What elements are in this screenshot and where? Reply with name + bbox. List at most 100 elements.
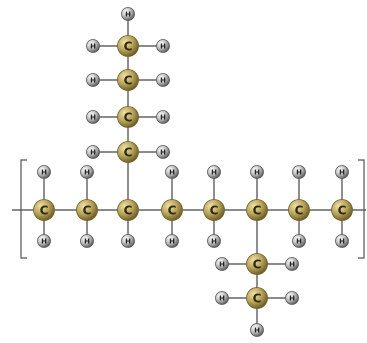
hydrogen-sphere xyxy=(86,110,100,124)
hydrogen-atom: H xyxy=(292,234,306,248)
carbon-sphere xyxy=(246,253,268,275)
hydrogen-label: H xyxy=(296,238,302,246)
hydrogen-sphere xyxy=(86,39,100,53)
carbon-label: C xyxy=(124,111,133,125)
carbon-atom: C xyxy=(288,199,310,221)
carbon-label: C xyxy=(253,258,262,272)
carbon-label: C xyxy=(40,204,49,218)
hydrogen-sphere xyxy=(156,110,170,124)
carbon-label: C xyxy=(124,40,133,54)
carbon-atom: C xyxy=(331,199,353,221)
hydrogen-atom: H xyxy=(156,110,170,124)
carbon-sphere xyxy=(117,69,139,91)
hydrogen-atom: H xyxy=(215,291,229,305)
carbon-sphere xyxy=(117,199,139,221)
carbon-label: C xyxy=(338,204,347,218)
hydrogen-sphere xyxy=(250,323,264,337)
hydrogen-label: H xyxy=(160,43,166,51)
hydrogen-sphere xyxy=(215,257,229,271)
hydrogen-sphere xyxy=(80,165,94,179)
hydrogen-label: H xyxy=(41,169,47,177)
hydrogen-sphere xyxy=(86,73,100,87)
hydrogen-sphere xyxy=(37,165,51,179)
hydrogen-label: H xyxy=(41,238,47,246)
carbon-atom: C xyxy=(117,106,139,128)
hydrogen-atom: H xyxy=(156,39,170,53)
carbon-sphere xyxy=(246,287,268,309)
carbon-atom: C xyxy=(117,199,139,221)
carbon-atom: C xyxy=(117,69,139,91)
hydrogen-sphere xyxy=(250,165,264,179)
hydrogen-sphere xyxy=(285,291,299,305)
hydrogen-atom: H xyxy=(121,7,135,21)
hydrogen-atom: H xyxy=(292,165,306,179)
carbon-label: C xyxy=(83,204,92,218)
carbon-sphere xyxy=(331,199,353,221)
hydrogen-atom: H xyxy=(156,145,170,159)
hydrogen-label: H xyxy=(125,238,131,246)
hydrogen-atom: H xyxy=(80,234,94,248)
carbon-sphere xyxy=(117,35,139,57)
hydrogen-label: H xyxy=(289,295,295,303)
left-bracket xyxy=(20,159,27,259)
carbon-label: C xyxy=(124,204,133,218)
carbon-sphere xyxy=(288,199,310,221)
hydrogen-sphere xyxy=(292,165,306,179)
carbon-sphere xyxy=(203,199,225,221)
hydrogen-atom: H xyxy=(165,234,179,248)
carbon-atom: C xyxy=(33,199,55,221)
hydrogen-sphere xyxy=(37,234,51,248)
carbon-label: C xyxy=(253,292,262,306)
hydrogen-sphere xyxy=(292,234,306,248)
hydrogen-label: H xyxy=(125,11,131,19)
carbon-label: C xyxy=(210,204,219,218)
hydrogen-sphere xyxy=(86,145,100,159)
hydrogen-label: H xyxy=(169,238,175,246)
carbon-atom: C xyxy=(246,287,268,309)
hydrogen-atom: H xyxy=(86,110,100,124)
hydrogen-label: H xyxy=(296,169,302,177)
hydrogen-label: H xyxy=(90,77,96,85)
carbon-sphere xyxy=(117,106,139,128)
hydrogen-label: H xyxy=(339,238,345,246)
hydrogen-sphere xyxy=(156,73,170,87)
hydrogen-atom: H xyxy=(156,73,170,87)
carbon-atom: C xyxy=(246,253,268,275)
hydrogen-atom: H xyxy=(207,234,221,248)
hydrogen-label: H xyxy=(169,169,175,177)
hydrogen-label: H xyxy=(219,295,225,303)
hydrogen-label: H xyxy=(254,327,260,335)
hydrogen-sphere xyxy=(121,7,135,21)
carbon-sphere xyxy=(117,141,139,163)
hydrogen-sphere xyxy=(215,291,229,305)
hydrogen-atom: H xyxy=(207,165,221,179)
carbon-sphere xyxy=(33,199,55,221)
carbon-atom: C xyxy=(246,199,268,221)
hydrogen-atom: H xyxy=(86,145,100,159)
hydrogen-label: H xyxy=(90,43,96,51)
hydrogen-label: H xyxy=(289,261,295,269)
hydrogen-atom: H xyxy=(215,257,229,271)
hydrogen-atom: H xyxy=(37,234,51,248)
hydrogen-label: H xyxy=(84,169,90,177)
hydrogen-label: H xyxy=(254,169,260,177)
hydrogen-atom: H xyxy=(250,165,264,179)
hydrogen-label: H xyxy=(90,114,96,122)
carbon-atom: C xyxy=(203,199,225,221)
hydrogen-atom: H xyxy=(121,234,135,248)
right-bracket xyxy=(358,159,365,259)
hydrogen-sphere xyxy=(165,165,179,179)
carbon-sphere xyxy=(76,199,98,221)
hydrogen-atom: H xyxy=(335,234,349,248)
hydrogen-label: H xyxy=(90,149,96,157)
hydrogen-atom: H xyxy=(86,73,100,87)
hydrogen-sphere xyxy=(165,234,179,248)
hydrogen-sphere xyxy=(80,234,94,248)
hydrogen-label: H xyxy=(339,169,345,177)
carbon-label: C xyxy=(168,204,177,218)
carbon-atom: C xyxy=(117,35,139,57)
hydrogen-sphere xyxy=(335,234,349,248)
